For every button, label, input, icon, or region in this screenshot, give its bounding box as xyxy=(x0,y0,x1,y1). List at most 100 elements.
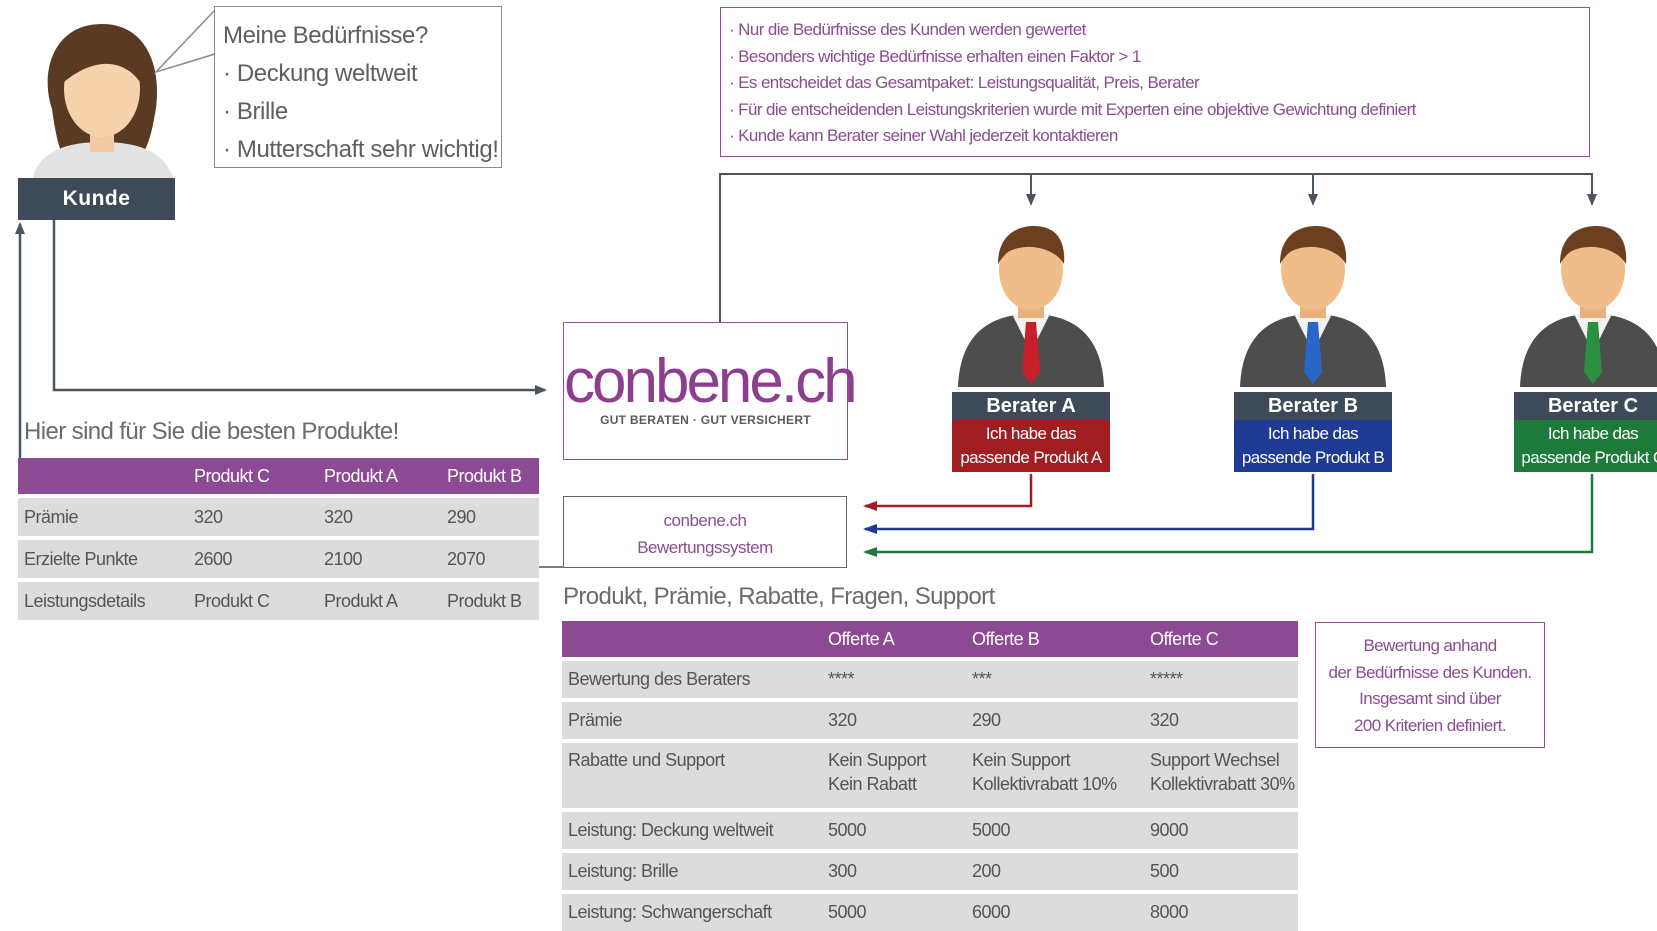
table-row: Rabatte und Support Kein Support Kein Ra… xyxy=(562,739,1298,808)
advisor-b: Berater B Ich habe das passende Produkt … xyxy=(1234,222,1392,472)
table-cell: 5000 xyxy=(828,890,972,931)
rating-system-line: Bewertungssystem xyxy=(637,538,773,557)
table-cell: 2100 xyxy=(324,536,447,578)
customer-label: Kunde xyxy=(18,178,175,220)
table-cell: Prämie xyxy=(18,494,194,536)
advisor-a-return-line xyxy=(863,474,1033,511)
advisor-message-line: Ich habe das xyxy=(985,424,1077,443)
table-cell: 320 xyxy=(324,494,447,536)
bubble-line: · Brille xyxy=(223,98,288,125)
note-line: Bewertung anhand xyxy=(1363,636,1497,655)
table-row: Prämie 320 290 320 xyxy=(562,698,1298,739)
table-cell: Leistungsdetails xyxy=(18,578,194,620)
table-cell: 200 xyxy=(972,849,1150,890)
table-row: Leistung: Schwangerschaft 5000 6000 8000 xyxy=(562,890,1298,931)
customer-to-conbene-line xyxy=(52,220,547,395)
evaluation-note: Bewertung anhand der Bedürfnisse des Kun… xyxy=(1315,622,1545,748)
column-header xyxy=(18,458,194,494)
customer-avatar xyxy=(32,24,174,182)
column-header: Offerte C xyxy=(1150,621,1298,657)
advisor-name: Berater B xyxy=(1234,392,1392,420)
bubble-line: · Deckung weltweit xyxy=(223,60,418,87)
column-header xyxy=(562,621,828,657)
advisor-message-box: Ich habe das passende Produkt B xyxy=(1234,420,1392,472)
advisor-name: Berater A xyxy=(952,392,1110,420)
table-cell: 2600 xyxy=(194,536,324,578)
table-cell: Kein Support Kein Rabatt xyxy=(828,739,972,808)
table-cell: Bewertung des Beraters xyxy=(562,657,828,698)
advisor-c: Berater C Ich habe das passende Produkt … xyxy=(1514,222,1657,472)
table-cell: Produkt B xyxy=(447,578,539,620)
bubble-line: · Mutterschaft sehr wichtig! xyxy=(223,136,499,163)
table-header-row: Produkt C Produkt A Produkt B xyxy=(18,458,539,494)
column-header: Offerte B xyxy=(972,621,1150,657)
table-row: Erzielte Punkte 2600 2100 2070 xyxy=(18,536,539,578)
advisor-message-line: passende Produkt A xyxy=(960,448,1102,467)
column-header: Produkt C xyxy=(194,458,324,494)
advisor-c-return-line xyxy=(863,474,1594,557)
conbene-to-advisors-line xyxy=(719,173,1593,322)
rating-stars: *** xyxy=(972,657,1150,698)
table-cell: Leistung: Schwangerschaft xyxy=(562,890,828,931)
info-point: · Es entscheidet das Gesamtpaket: Leistu… xyxy=(729,73,1200,92)
info-point: · Für die entscheidenden Leistungskriter… xyxy=(729,99,1416,119)
table-row: Leistungsdetails Produkt C Produkt A Pro… xyxy=(18,578,539,620)
info-point: · Besonders wichtige Bedürfnisse erhalte… xyxy=(729,46,1141,66)
table-row: Prämie 320 320 290 xyxy=(18,494,539,536)
column-header: Produkt A xyxy=(324,458,447,494)
rating-stars: **** xyxy=(828,657,972,698)
advisor-b-return-line xyxy=(863,474,1315,534)
table-header-row: Offerte A Offerte B Offerte C xyxy=(562,621,1298,657)
table-cell: 300 xyxy=(828,849,972,890)
speech-bubble-tail xyxy=(153,9,216,74)
table-cell: Produkt C xyxy=(194,578,324,620)
column-header: Produkt B xyxy=(447,458,539,494)
table-cell: 290 xyxy=(972,698,1150,739)
table-row: Leistung: Deckung weltweit 5000 5000 900… xyxy=(562,808,1298,849)
table-cell: 8000 xyxy=(1150,890,1298,931)
table-cell: 2070 xyxy=(447,536,539,578)
advisor-c-avatar xyxy=(1520,226,1657,387)
table-cell: 6000 xyxy=(972,890,1150,931)
info-point: · Nur die Bedürfnisse des Kunden werden … xyxy=(729,20,1086,39)
rating-system-box: conbene.ch Bewertungssystem xyxy=(563,496,847,568)
products-heading: Hier sind für Sie die besten Produkte! xyxy=(24,418,399,445)
rating-stars: ***** xyxy=(1150,657,1298,698)
table-cell: 5000 xyxy=(972,808,1150,849)
offers-heading: Produkt, Prämie, Rabatte, Fragen, Suppor… xyxy=(563,583,995,610)
advisor-message-line: passende Produkt B xyxy=(1241,448,1385,467)
table-cell: Rabatte und Support xyxy=(562,739,828,808)
advisor-message-line: Ich habe das xyxy=(1267,424,1359,443)
table-cell: Leistung: Brille xyxy=(562,849,828,890)
advisor-message-box: Ich habe das passende Produkt C xyxy=(1514,420,1657,472)
advisor-message-line: passende Produkt C xyxy=(1521,448,1657,467)
products-table: Produkt C Produkt A Produkt B Prämie 320… xyxy=(18,458,539,620)
table-cell: 5000 xyxy=(828,808,972,849)
table-cell: 320 xyxy=(828,698,972,739)
info-box: · Nur die Bedürfnisse des Kunden werden … xyxy=(720,7,1590,157)
advisor-a-avatar xyxy=(958,226,1104,387)
table-cell: Kein Support Kollektivrabatt 10% xyxy=(972,739,1150,808)
table-cell: Leistung: Deckung weltweit xyxy=(562,808,828,849)
advisor-name: Berater C xyxy=(1514,392,1657,420)
table-cell: Produkt A xyxy=(324,578,447,620)
rating-system-line: conbene.ch xyxy=(663,511,747,530)
table-cell: 290 xyxy=(447,494,539,536)
advisor-a: Berater A Ich habe das passende Produkt … xyxy=(952,222,1110,472)
advisor-message-box: Ich habe das passende Produkt A xyxy=(952,420,1110,472)
table-cell: 320 xyxy=(1150,698,1298,739)
offers-table: Offerte A Offerte B Offerte C Bewertung … xyxy=(562,621,1298,931)
table-cell: Support Wechsel Kollektivrabatt 30% xyxy=(1150,739,1298,808)
table-row: Leistung: Brille 300 200 500 xyxy=(562,849,1298,890)
customer-needs-bubble: Meine Bedürfnisse? · Deckung weltweit · … xyxy=(214,6,502,168)
bubble-line: Meine Bedürfnisse? xyxy=(223,22,428,49)
advisor-message-line: Ich habe das xyxy=(1547,424,1639,443)
advisor-b-avatar xyxy=(1240,226,1386,387)
table-cell: 9000 xyxy=(1150,808,1298,849)
table-cell: Prämie xyxy=(562,698,828,739)
info-point: · Kunde kann Berater seiner Wahl jederze… xyxy=(729,126,1118,145)
table-cell: 320 xyxy=(194,494,324,536)
conbene-logo: conbene.ch GUT BERATEN · GUT VERSICHERT xyxy=(563,322,858,460)
table-row: Bewertung des Beraters **** *** ***** xyxy=(562,657,1298,698)
table-cell: 500 xyxy=(1150,849,1298,890)
